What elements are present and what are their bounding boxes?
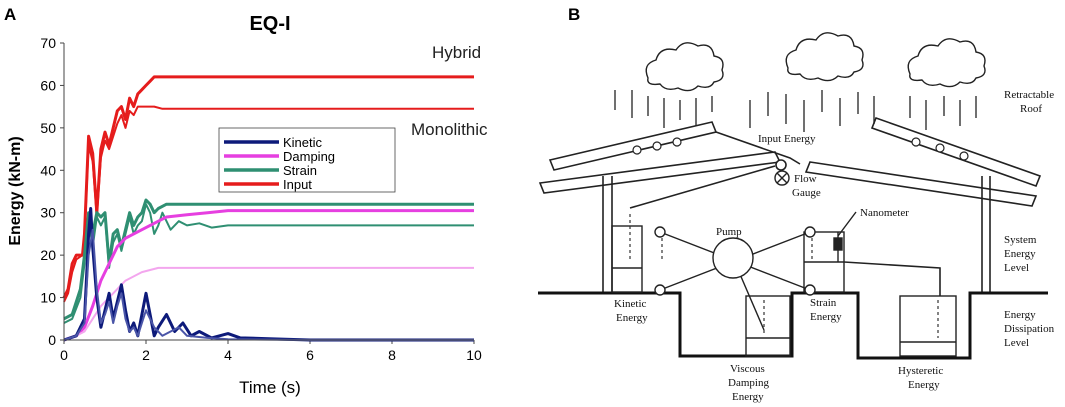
- x-tick-label: 0: [60, 347, 68, 363]
- right-roof: [804, 116, 1042, 207]
- label-retractable-roof-2: Roof: [1020, 103, 1042, 115]
- legend: Kinetic Damping Strain Input: [218, 127, 396, 193]
- energy-chart: A EQ-I Time (s) Energy (kN-m) 0 2 4 6 8 10 0 1…: [4, 5, 488, 397]
- y-tick-label: 50: [40, 120, 56, 136]
- annotation-monolithic: Monolithic: [411, 120, 488, 139]
- legend-label-input: Input: [283, 177, 312, 192]
- x-tick-label: 8: [388, 347, 396, 363]
- left-roof: [538, 121, 782, 194]
- rain-lines: [614, 90, 977, 132]
- input-pipe: [629, 131, 801, 209]
- series-line-damping-monolithic: [63, 266, 474, 341]
- y-axis-label: Energy (kN-m): [7, 136, 24, 245]
- legend-label-kinetic: Kinetic: [283, 135, 323, 150]
- panel-label-b: B: [568, 5, 580, 24]
- label-flow-gauge-2: Gauge: [792, 187, 821, 199]
- y-tick-labels: 0 10 20 30 40 50 60 70: [40, 35, 64, 348]
- legend-label-strain: Strain: [283, 163, 317, 178]
- nanometer-icon: [833, 211, 857, 262]
- y-tick-label: 30: [40, 205, 56, 221]
- label-hysteretic-1: Hysteretic: [898, 365, 943, 377]
- diagram-labels: Input Energy Retractable Roof Flow Gauge…: [614, 89, 1055, 403]
- y-tick-label: 0: [48, 332, 56, 348]
- label-strain-1: Strain: [810, 297, 837, 309]
- label-dissipation-1: Energy: [1004, 309, 1036, 321]
- tanks: [611, 225, 957, 357]
- label-pump: Pump: [716, 226, 742, 238]
- legend-label-damping: Damping: [283, 149, 335, 164]
- x-tick-label: 6: [306, 347, 314, 363]
- series-line-damping-hybrid: [63, 209, 474, 342]
- flow-gauge-icon: [774, 170, 790, 186]
- y-tick-label: 60: [40, 77, 56, 93]
- cloud-icon: [645, 42, 724, 92]
- label-viscous-1: Viscous: [730, 363, 765, 375]
- cloud-icon: [785, 32, 864, 82]
- x-axis-label: Time (s): [239, 378, 301, 397]
- label-hysteretic-2: Energy: [908, 379, 940, 391]
- label-dissipation-3: Level: [1004, 337, 1029, 349]
- cloud-icon: [907, 38, 986, 88]
- series-line-strain-monolithic: [63, 203, 474, 324]
- label-strain-2: Energy: [810, 311, 842, 323]
- y-tick-label: 70: [40, 35, 56, 51]
- flow-streams: [629, 214, 939, 338]
- y-tick-label: 40: [40, 162, 56, 178]
- x-tick-label: 2: [142, 347, 150, 363]
- panel-label-a: A: [4, 5, 16, 24]
- label-nanometer: Nanometer: [860, 207, 909, 219]
- energy-analogy-diagram: B: [538, 5, 1055, 403]
- label-system-energy-1: System: [1004, 234, 1037, 246]
- label-input-energy: Input Energy: [758, 133, 816, 145]
- label-dissipation-2: Dissipation: [1004, 323, 1055, 335]
- x-tick-label: 4: [224, 347, 232, 363]
- annotation-hybrid: Hybrid: [432, 43, 481, 62]
- series-layer: [62, 75, 474, 342]
- series-line-input-monolithic: [63, 105, 474, 303]
- chart-title: EQ-I: [249, 13, 290, 35]
- pump-icon: [654, 226, 816, 331]
- label-system-energy-3: Level: [1004, 262, 1029, 274]
- label-viscous-2: Damping: [728, 377, 769, 389]
- label-flow-gauge-1: Flow: [794, 173, 817, 185]
- label-kinetic-1: Kinetic: [614, 298, 646, 310]
- x-tick-label: 10: [466, 347, 482, 363]
- label-retractable-roof-1: Retractable: [1004, 89, 1054, 101]
- y-tick-label: 10: [40, 290, 56, 306]
- ground-line: [538, 291, 1048, 360]
- x-tick-labels: 0 2 4 6 8 10: [60, 340, 482, 363]
- series-line-kinetic-monolithic: [63, 228, 474, 341]
- legend-box: [218, 127, 396, 193]
- label-viscous-3: Energy: [732, 391, 764, 403]
- label-kinetic-2: Energy: [616, 312, 648, 324]
- strain-pipe: [843, 261, 941, 296]
- roof-rollers: [632, 137, 969, 161]
- label-system-energy-2: Energy: [1004, 248, 1036, 260]
- y-tick-label: 20: [40, 247, 56, 263]
